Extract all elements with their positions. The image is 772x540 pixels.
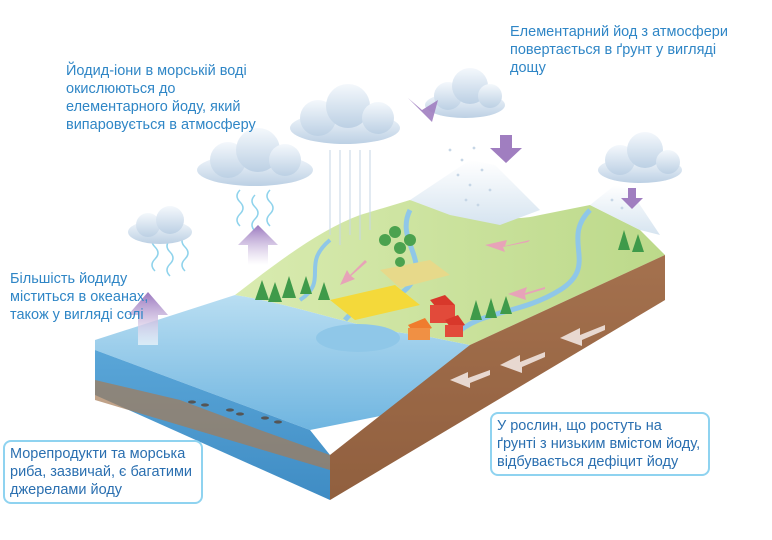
river xyxy=(453,208,592,337)
label-soil-deficiency: У рослин, що ростуть на ґрунті з низьким… xyxy=(490,412,710,476)
cloud xyxy=(425,68,505,118)
runoff-arrow xyxy=(340,240,545,300)
farm-buildings xyxy=(408,295,465,340)
arrow-up xyxy=(128,225,278,345)
cloud xyxy=(128,206,192,244)
fish-school xyxy=(188,400,282,424)
crop-field xyxy=(330,285,420,320)
soil-cross-section xyxy=(330,255,665,500)
sea-floor xyxy=(95,380,330,470)
cloud xyxy=(290,84,400,144)
label-elemental-rain: Елементарний йод з атмосфери повертаєтьс… xyxy=(510,24,728,76)
tree-group xyxy=(255,226,644,320)
cloud xyxy=(197,128,313,186)
label-seafood: Морепродукти та морська риба, зазвичай, … xyxy=(3,440,203,504)
label-ocean-salt: Більшість йодиду міститься в океанах, та… xyxy=(10,271,149,323)
cloud xyxy=(598,132,682,183)
soil-front xyxy=(330,255,665,500)
crop-field xyxy=(380,260,450,288)
mountain xyxy=(410,160,540,225)
label-iodide-oxidation: Йодид-іони в морській воді окислюються д… xyxy=(66,63,256,133)
arrow-down xyxy=(408,98,643,209)
lake xyxy=(316,324,400,352)
mountain xyxy=(590,185,660,235)
rain xyxy=(329,150,371,245)
groundwater-arrow xyxy=(450,325,605,388)
